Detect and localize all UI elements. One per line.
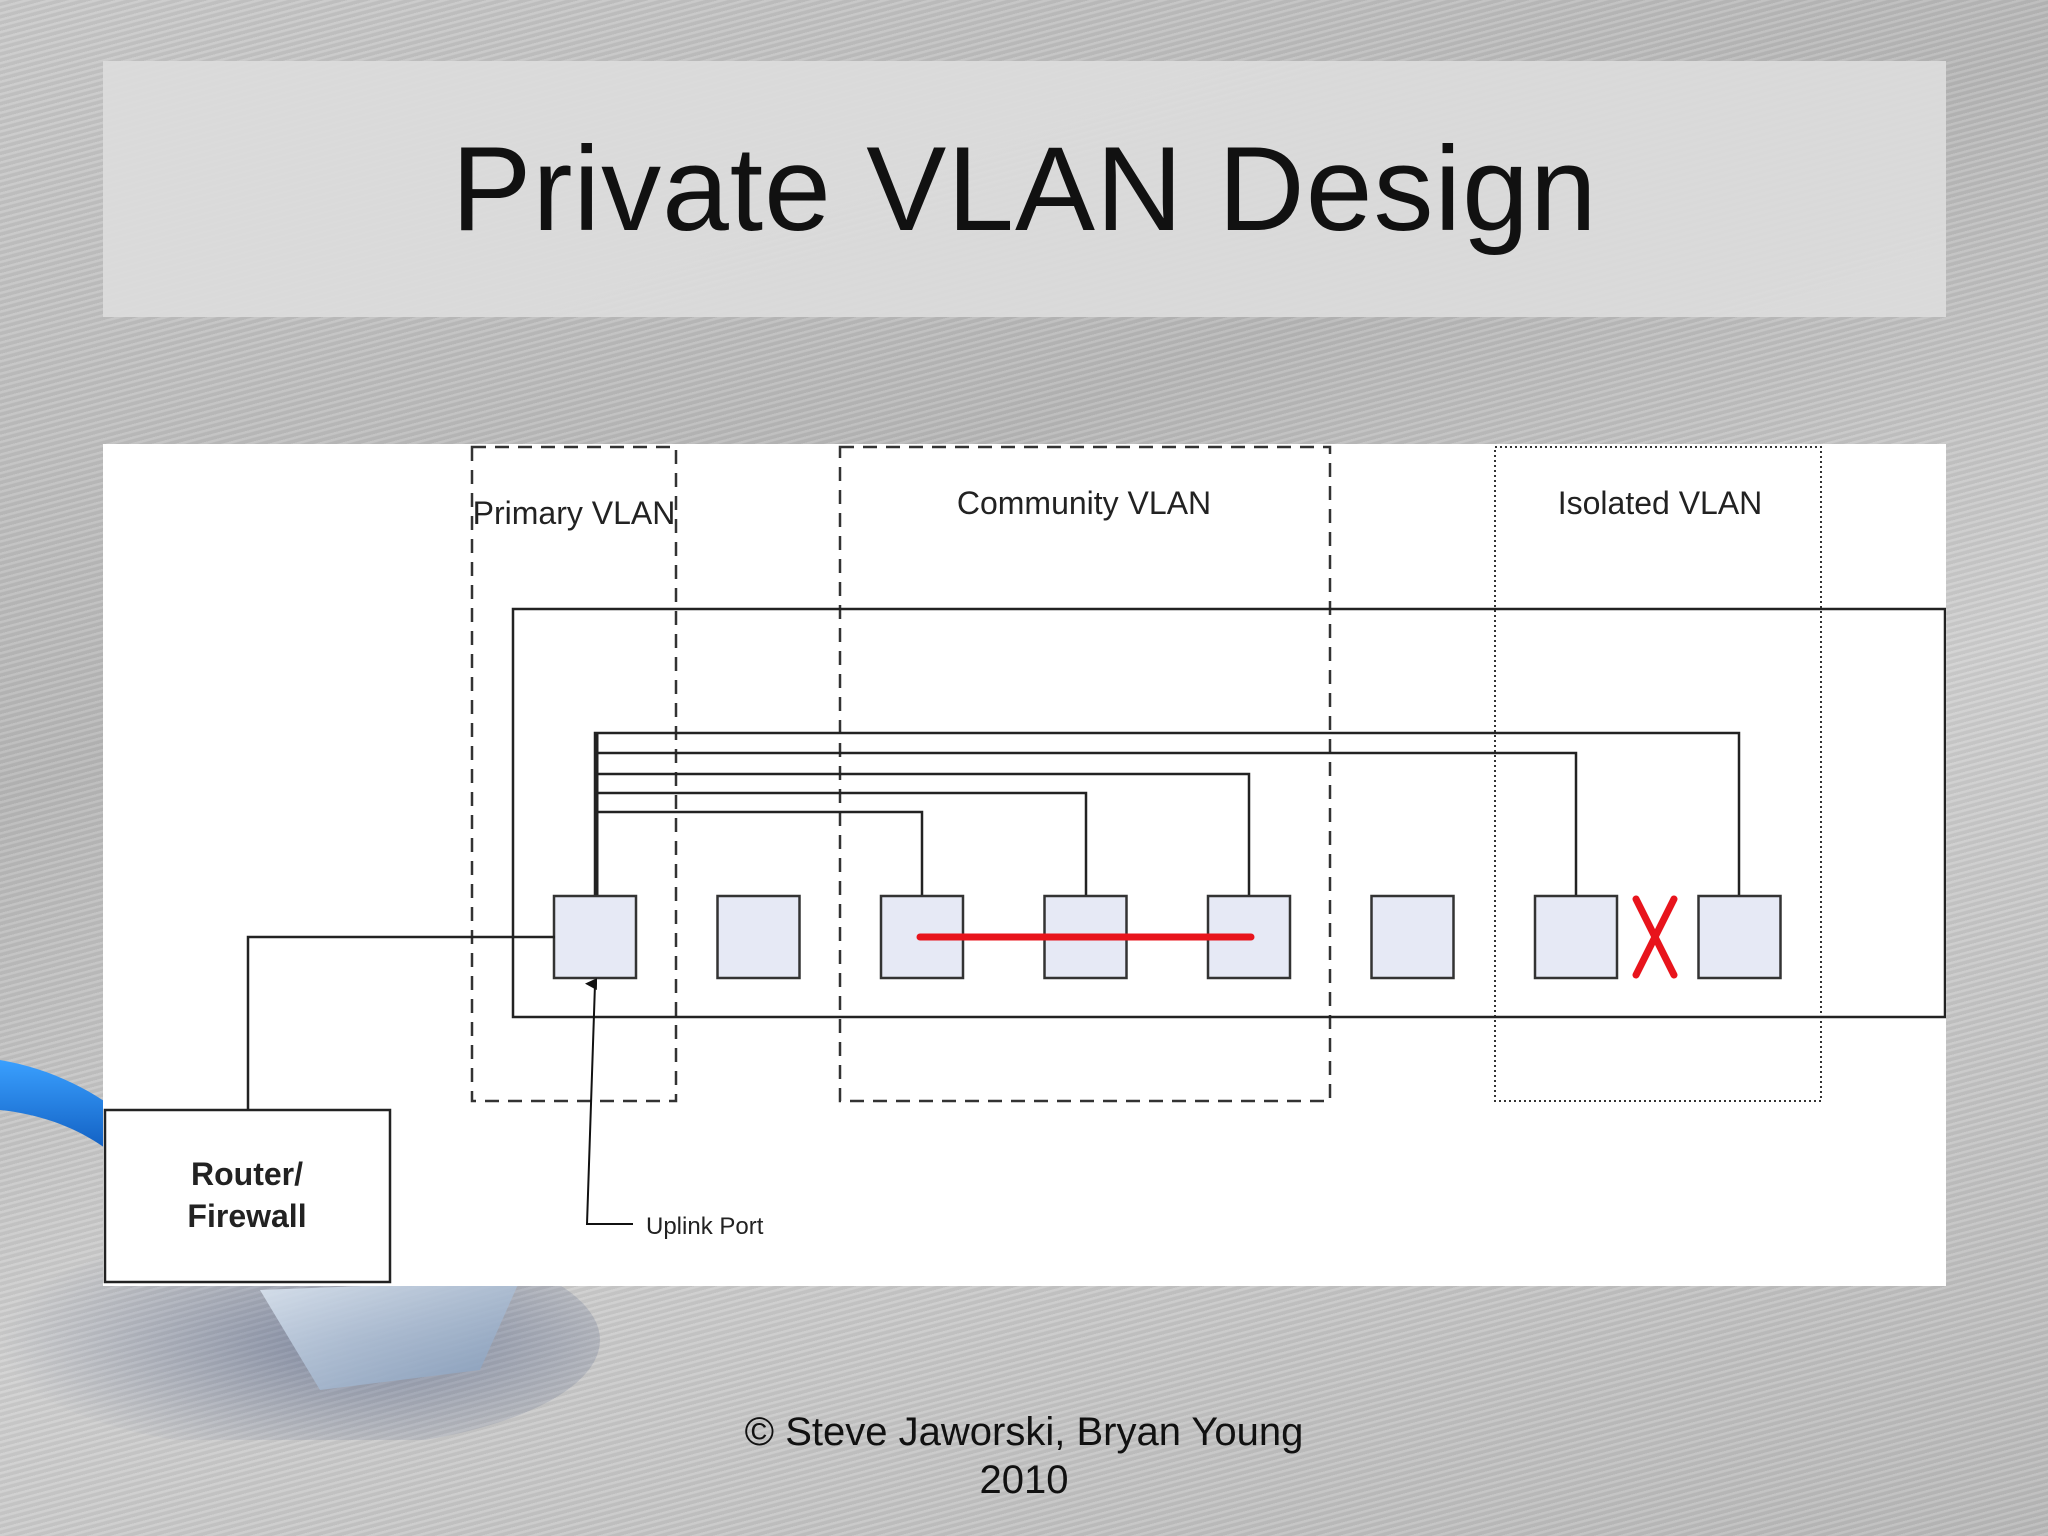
title-bar: Private VLAN Design (103, 61, 1946, 317)
switch-port-1 (552, 894, 638, 980)
uplink-port-label: Uplink Port (646, 1213, 764, 1240)
switch-ports (552, 894, 1782, 980)
router-uplink-cable (246, 935, 555, 1110)
isolation-blocked-icon (1632, 895, 1678, 979)
footer-line1: © Steve Jaworski, Bryan Young (744, 1410, 1304, 1454)
primary-vlan-label: Primary VLAN (473, 495, 676, 531)
isolated-vlan-label: Isolated VLAN (1558, 485, 1763, 521)
isolated-vlan-zone (1494, 446, 1822, 1102)
footer-copyright: © Steve Jaworski, Bryan Young 2010 (0, 1408, 2048, 1504)
private-vlan-diagram: Primary VLAN Community VLAN Isolated VLA… (103, 444, 1946, 1286)
switch-port-2 (716, 894, 801, 980)
router-label-line1: Router/ (191, 1156, 303, 1192)
switch-chassis (511, 607, 1946, 1019)
router-label-line2: Firewall (187, 1198, 306, 1234)
switch-port-7 (1533, 894, 1619, 980)
uplink-pointer (585, 978, 633, 1225)
community-vlan-label: Community VLAN (957, 485, 1211, 521)
router-firewall-box (103, 1108, 392, 1284)
switch-port-6 (1370, 894, 1455, 980)
footer-line2: 2010 (979, 1458, 1069, 1502)
diagram-canvas: Primary VLAN Community VLAN Isolated VLA… (103, 445, 1946, 1284)
switch-port-8 (1697, 894, 1782, 980)
slide-title: Private VLAN Design (451, 122, 1598, 256)
